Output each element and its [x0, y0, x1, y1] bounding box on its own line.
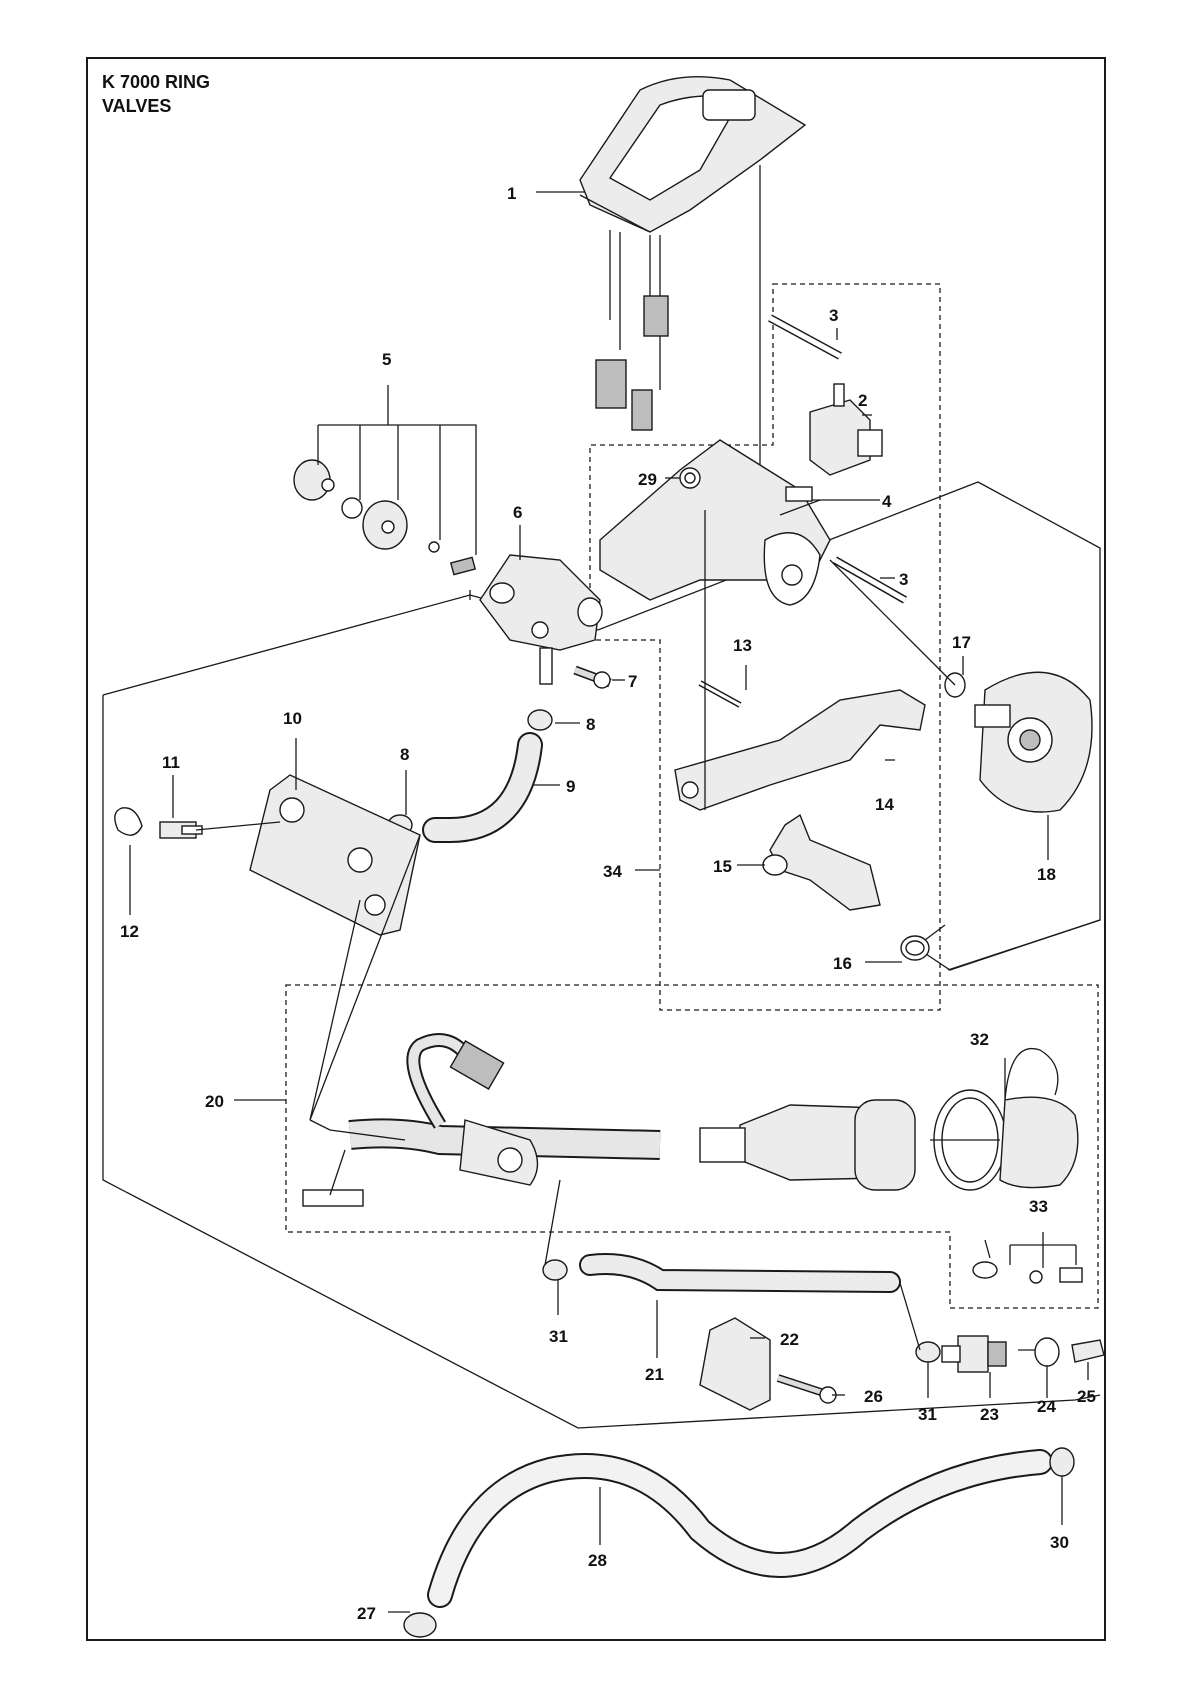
callout-24: 24 [1037, 1397, 1056, 1416]
callout-2: 2 [858, 391, 867, 410]
callout-3-upper: 3 [829, 306, 838, 325]
callout-4: 4 [882, 492, 892, 511]
part-4-bracket [599, 439, 831, 606]
callout-33: 33 [1029, 1197, 1048, 1216]
callout-26: 26 [864, 1387, 883, 1406]
part-12-washer [114, 807, 143, 836]
reference-edge [947, 919, 1101, 971]
part-14-lever [674, 689, 926, 811]
callout-13: 13 [733, 636, 752, 655]
diagram-frame [86, 57, 1106, 1641]
diagram-title-section: VALVES [102, 96, 172, 116]
part-3-pin-upper [768, 314, 842, 360]
callout-22: 22 [780, 1330, 799, 1349]
diagram-title: K 7000 RING VALVES [102, 70, 210, 118]
callout-25: 25 [1077, 1387, 1096, 1406]
callout-9: 9 [566, 777, 575, 796]
callout-28: 28 [588, 1551, 607, 1570]
part-24-washer [1034, 1337, 1060, 1367]
part-1-handle [579, 76, 807, 510]
assembly-lines [309, 499, 1035, 1351]
callout-1: 1 [507, 184, 516, 203]
group-box-34 [589, 283, 941, 1011]
callout-3-lower: 3 [899, 570, 908, 589]
part-27-hose-clamp [403, 1612, 437, 1638]
callout-31-right: 31 [918, 1405, 937, 1424]
callout-23: 23 [980, 1405, 999, 1424]
callout-20: 20 [205, 1092, 224, 1111]
part-8-clamp-upper [527, 709, 553, 731]
callout-27: 27 [357, 1604, 376, 1623]
part-2-switch [809, 383, 883, 476]
part-25-cap [1071, 1339, 1105, 1363]
part-31-clamp-left [542, 1259, 568, 1281]
callout-8-lower: 8 [400, 745, 409, 764]
part-11-nipple [159, 821, 281, 839]
part-20-cable-assembly [302, 1033, 916, 1207]
callout-17: 17 [952, 633, 971, 652]
callout-5: 5 [382, 350, 391, 369]
callout-32: 32 [970, 1030, 989, 1049]
callout-34: 34 [603, 862, 622, 881]
group-box-20 [285, 984, 1099, 1309]
callout-labels: 1 2 3 3 4 5 6 7 8 8 9 10 11 12 13 14 15 … [120, 184, 1096, 1623]
reference-outline-lower [102, 695, 1101, 1429]
callout-29: 29 [638, 470, 657, 489]
part-7-screw [573, 665, 612, 689]
part-6-valve-body [479, 554, 603, 685]
part-22-clip [699, 1317, 771, 1411]
callout-15: 15 [713, 857, 732, 876]
callout-30: 30 [1050, 1533, 1069, 1552]
callout-14: 14 [875, 795, 894, 814]
callout-7: 7 [628, 672, 637, 691]
part-23-coupling [941, 1335, 1007, 1373]
callout-8-upper: 8 [586, 715, 595, 734]
callout-16: 16 [833, 954, 852, 973]
part-16-spring [900, 924, 946, 961]
callout-21: 21 [645, 1365, 664, 1384]
part-18-knob [974, 671, 1093, 813]
part-32-cap [933, 1048, 1079, 1191]
callout-31-left: 31 [549, 1327, 568, 1346]
part-5-valve-kit [293, 459, 477, 576]
part-33-fastener-kit [972, 1232, 1083, 1284]
callout-18: 18 [1037, 865, 1056, 884]
part-10-plate [249, 774, 421, 936]
callout-10: 10 [283, 709, 302, 728]
part-26-screw [776, 1374, 837, 1404]
callout-11: 11 [162, 753, 180, 772]
leader-lines [129, 191, 1089, 1613]
part-31-clamp-right [915, 1341, 941, 1363]
part-3-pin-lower [833, 556, 907, 604]
part-30-hose-clamp [1049, 1447, 1075, 1477]
callout-6: 6 [513, 503, 522, 522]
callout-12: 12 [120, 922, 139, 941]
diagram-title-model: K 7000 RING [102, 72, 211, 92]
